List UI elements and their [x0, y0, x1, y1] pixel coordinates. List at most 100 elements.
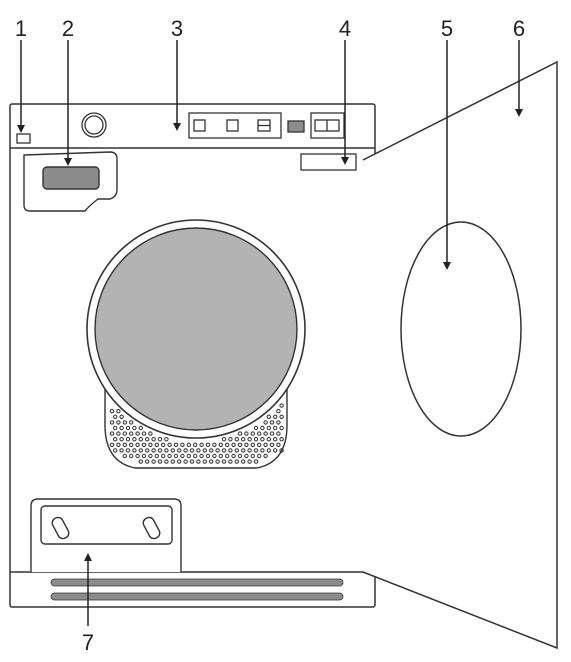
display-indicator: [287, 120, 305, 133]
vent-hole: [225, 442, 230, 447]
vent-hole: [170, 448, 176, 453]
vent-hole: [119, 414, 124, 419]
air-vents: [50, 578, 344, 601]
button-2[interactable]: [226, 119, 239, 132]
vent-hole: [225, 453, 230, 459]
vent-hole: [276, 442, 281, 447]
vent-hole: [250, 453, 256, 459]
vent-hole: [189, 459, 195, 464]
vent-hole: [129, 420, 134, 425]
vent-hole: [113, 448, 118, 453]
vent-hole: [212, 453, 217, 459]
vent-hole: [276, 420, 281, 425]
vent-hole: [279, 414, 284, 419]
vent-hole: [138, 448, 144, 453]
vent-hole: [237, 431, 243, 436]
vent-hole: [269, 442, 275, 447]
vent-hole: [135, 442, 140, 447]
vent-hole: [173, 453, 179, 459]
vent-hole: [135, 453, 140, 459]
vent-hole: [145, 448, 150, 453]
vent-hole: [116, 420, 121, 425]
vent-hole: [199, 442, 204, 447]
vent-hole: [164, 459, 169, 464]
vent-hole: [151, 448, 156, 453]
vent-hole: [231, 453, 236, 459]
vent-hole: [273, 425, 278, 431]
vent-hole: [260, 425, 265, 431]
vent-hole: [263, 431, 268, 436]
button-1[interactable]: [193, 119, 206, 132]
vent-hole: [269, 431, 275, 436]
vent-hole: [273, 437, 278, 442]
vent-hole: [234, 459, 240, 464]
vent-hole: [263, 453, 268, 459]
vent-hole: [129, 453, 134, 459]
vent-hole: [257, 453, 262, 459]
vent-hole: [138, 459, 144, 464]
vent-hole: [253, 425, 259, 431]
vent-hole: [183, 448, 188, 453]
vent-hole: [266, 437, 271, 442]
control-panel: [16, 112, 345, 144]
vent-hole: [189, 448, 195, 453]
vent-hole: [122, 442, 128, 447]
vent-hole: [157, 459, 163, 464]
callout-7: 7: [82, 630, 94, 655]
vent-hole: [244, 453, 249, 459]
vent-hole: [218, 453, 224, 459]
vent-hole: [253, 448, 259, 453]
vent-hole: [266, 448, 271, 453]
callout-3: 3: [171, 16, 183, 41]
vent-hole: [157, 448, 163, 453]
vent-hole: [154, 442, 160, 447]
vent-hole: [253, 437, 259, 442]
vent-hole: [237, 442, 243, 447]
vent-hole: [119, 425, 124, 431]
drum-door[interactable]: [86, 219, 306, 439]
callout-lines: [17, 40, 523, 626]
vent-hole: [125, 425, 131, 431]
vent-hole: [215, 459, 220, 464]
vent-hole: [234, 448, 240, 453]
vent-hole: [215, 448, 220, 453]
vent-hole: [119, 437, 124, 442]
vent-hole: [266, 414, 271, 419]
condenser-flap[interactable]: [30, 498, 182, 572]
vent-hole: [260, 448, 265, 453]
vent-hole: [170, 459, 176, 464]
vent-hole: [167, 442, 172, 447]
vent-hole: [202, 459, 208, 464]
vent-hole: [135, 431, 140, 436]
open-door-panel[interactable]: [362, 60, 558, 650]
vent-hole: [221, 437, 227, 442]
vent-hole: [167, 453, 172, 459]
vent-hole: [138, 425, 144, 431]
vent-hole: [151, 437, 156, 442]
vent-hole: [125, 437, 131, 442]
vent-hole: [186, 453, 192, 459]
vent-hole: [164, 448, 169, 453]
vent-hole: [276, 409, 281, 414]
vent-hole: [164, 437, 169, 442]
vent-hole: [145, 459, 150, 464]
vent-hole: [132, 437, 137, 442]
door-filter: [400, 221, 522, 437]
vent-hole: [193, 453, 198, 459]
vent-hole: [119, 448, 124, 453]
vent-hole: [234, 437, 240, 442]
water-container-drawer[interactable]: [23, 151, 118, 212]
vent-hole: [196, 459, 201, 464]
vent-hole: [173, 442, 179, 447]
program-selector-knob[interactable]: [81, 112, 107, 138]
vent-hole: [180, 442, 185, 447]
vent-hole: [202, 448, 208, 453]
vent-hole: [241, 448, 246, 453]
drawer-handle: [42, 166, 100, 190]
vent-hole: [250, 442, 256, 447]
vent-hole: [141, 453, 147, 459]
vent-hole: [113, 437, 118, 442]
vent-hole: [129, 431, 134, 436]
vent-hole: [221, 448, 227, 453]
vent-hole: [113, 414, 118, 419]
